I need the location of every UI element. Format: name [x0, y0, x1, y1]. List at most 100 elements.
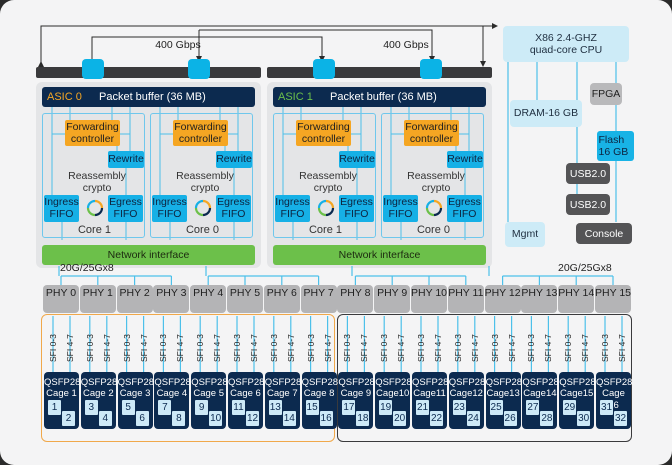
cage-label: QSFP28 Cage15	[559, 377, 596, 400]
port-number[interactable]: 27	[526, 400, 540, 415]
core-label: Core 1	[77, 224, 112, 236]
phy-label: PHY 7	[303, 287, 334, 299]
packet-buffer: ASIC 1 Packet buffer (36 MB)	[273, 87, 486, 107]
flash-box: Flash 16 GB	[597, 131, 634, 161]
phy-6: PHY 6	[263, 285, 300, 313]
phy-link-label-left: 20G/25Gx8	[60, 262, 114, 274]
port-number[interactable]: 26	[503, 411, 517, 426]
egress-fifo: Egress FIFO	[447, 195, 482, 222]
sfi-label: SFI 0-3	[452, 334, 463, 362]
sfi-label: SFI 4-7	[101, 334, 112, 362]
port-number[interactable]: 1	[48, 400, 61, 415]
asic-label: ASIC 0	[47, 91, 82, 103]
sfi-label: SFI 4-7	[175, 334, 186, 362]
sfi-label: SFI 4-7	[212, 334, 223, 362]
phy-14: PHY 14	[558, 285, 595, 313]
port-number[interactable]: 17	[342, 400, 356, 415]
ingress-fifo: Ingress FIFO	[152, 195, 187, 222]
cage-label: QSFP28 Cage 1	[44, 377, 81, 400]
port-number[interactable]: 4	[98, 411, 112, 426]
port-number[interactable]: 16	[319, 411, 333, 426]
cage-label: QSFP28 Cage 16	[596, 377, 633, 411]
sfi-label: SFI 0-3	[600, 334, 610, 362]
sfi-label: SFI 4-7	[580, 334, 591, 362]
sfi-label: SFI 0-3	[158, 334, 169, 362]
packet-buffer-label: Packet buffer (36 MB)	[330, 91, 437, 103]
flash-label: Flash 16 GB	[598, 133, 629, 158]
port-number[interactable]: 6	[135, 411, 149, 426]
core-label: Core 0	[185, 224, 220, 236]
asic-label: ASIC 1	[278, 91, 313, 103]
sfi-label: SFI 4-7	[65, 334, 75, 362]
phy-label: PHY 10	[411, 287, 447, 299]
network-interface: Network interface	[273, 245, 486, 265]
phy-label: PHY 2	[119, 287, 150, 299]
phy-11: PHY 11	[447, 285, 484, 313]
phy-9: PHY 9	[374, 285, 411, 313]
rewrite-block: Rewrite	[447, 151, 483, 168]
sfi-label: SFI 0-3	[84, 334, 95, 362]
phy-label: PHY 9	[377, 287, 408, 299]
port-number[interactable]: 25	[489, 400, 503, 415]
cycle-icon	[86, 199, 104, 217]
port-number[interactable]: 9	[195, 400, 209, 415]
phy-label: PHY 6	[266, 287, 297, 299]
port-number[interactable]: 5	[121, 400, 135, 415]
port-number[interactable]: 15	[305, 400, 319, 415]
rewrite-block: Rewrite	[339, 151, 375, 168]
port-number[interactable]: 3	[84, 400, 98, 415]
port-number[interactable]: 18	[356, 411, 370, 426]
port-number[interactable]: 20	[393, 411, 407, 426]
ingress-fifo: Ingress FIFO	[383, 195, 418, 222]
phy-15: PHY 15	[595, 285, 631, 313]
port-number[interactable]: 10	[209, 411, 223, 426]
forwarding-controller: Forwarding controller	[404, 120, 459, 146]
phy-label: PHY 12	[484, 287, 521, 299]
port-number[interactable]: 21	[416, 400, 429, 415]
phy-link-label-right: 20G/25Gx8	[558, 262, 612, 274]
cage-label: QSFP28 Cage 4	[154, 377, 191, 400]
qsfp28-cage-15: QSFP28 Cage15	[559, 372, 596, 429]
forwarding-controller: Forwarding controller	[173, 120, 228, 146]
core-1-block	[273, 113, 376, 238]
port-number[interactable]: 32	[614, 411, 627, 426]
port-number[interactable]: 14	[282, 411, 296, 426]
network-interface: Network interface	[42, 245, 255, 265]
phy-label: PHY 8	[340, 287, 371, 299]
port-number[interactable]: 30	[577, 411, 591, 426]
port-number[interactable]: 24	[466, 411, 480, 426]
port-number[interactable]: 31	[600, 400, 613, 415]
sfi-label: SFI 4-7	[396, 334, 407, 362]
port-number[interactable]: 28	[540, 411, 554, 426]
sfi-label: SFI 0-3	[232, 334, 242, 362]
port-number[interactable]: 8	[172, 411, 186, 426]
port-number[interactable]: 13	[268, 400, 282, 415]
asic-internal-wires	[282, 107, 470, 240]
cage-label: QSFP28 Cage 8	[301, 377, 339, 400]
port-number[interactable]: 2	[62, 411, 75, 426]
cpu-box: X86 2.4-GHZ quad-core CPU	[503, 26, 629, 62]
port-number[interactable]: 29	[563, 400, 577, 415]
reassembly-crypto-label: Reassembly crypto	[176, 170, 234, 194]
cage-label: QSFP28 Cage 5	[191, 377, 228, 400]
rewrite-block: Rewrite	[216, 151, 252, 168]
port-number[interactable]: 19	[379, 400, 393, 415]
cage-label: QSFP28 Cage11	[412, 377, 449, 400]
port-number[interactable]: 22	[430, 411, 443, 426]
sfi-label: SFI 4-7	[359, 334, 370, 362]
sfi-label: SFI 4-7	[469, 334, 480, 362]
phy-1: PHY 1	[79, 285, 116, 313]
uplink-port	[188, 59, 210, 79]
cage-label: QSFP28 Cage 6	[228, 377, 265, 400]
phy-label: PHY 0	[45, 287, 77, 299]
sfi-label: SFI 4-7	[322, 334, 333, 362]
port-number[interactable]: 23	[452, 400, 466, 415]
port-number[interactable]: 11	[232, 400, 245, 415]
port-number[interactable]: 12	[246, 411, 259, 426]
mgmt-port: Mgmt	[505, 222, 545, 247]
port-number[interactable]: 7	[158, 400, 172, 415]
phy-label: PHY 13	[521, 287, 558, 299]
packet-buffer-label: Packet buffer (36 MB)	[99, 91, 206, 103]
egress-fifo: Egress FIFO	[108, 195, 143, 222]
